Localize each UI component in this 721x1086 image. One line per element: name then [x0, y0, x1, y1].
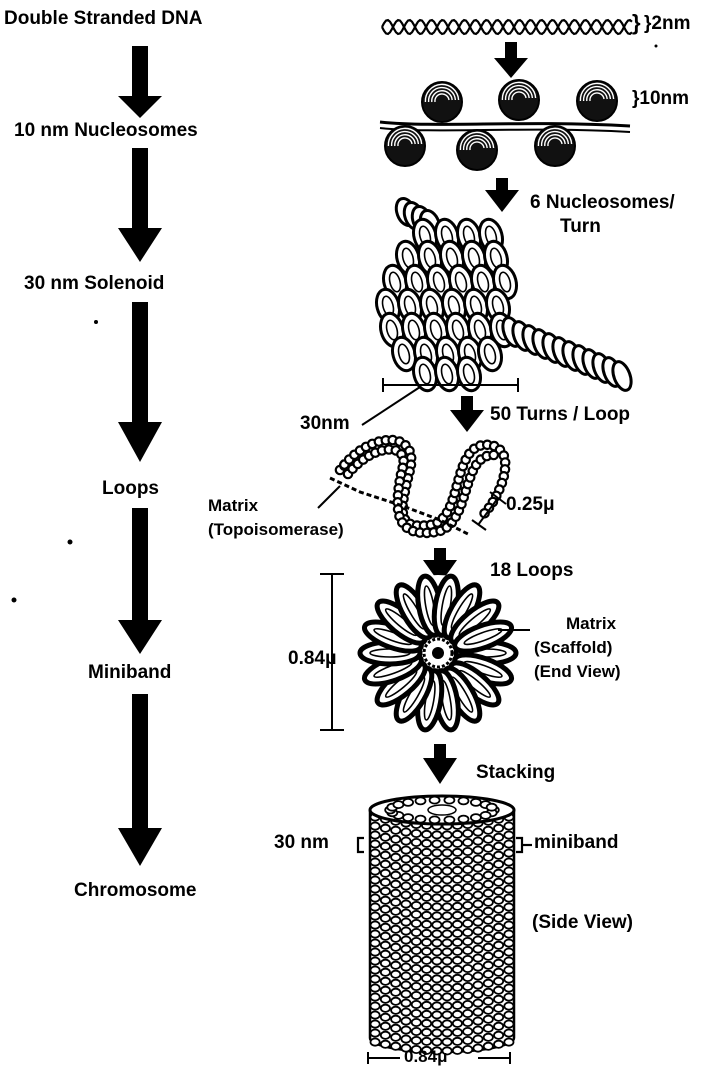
miniband-end-view: [360, 574, 516, 732]
stage-label-miniband: Miniband: [88, 662, 171, 684]
miniband-thickness-label: 30 nm: [274, 832, 329, 854]
miniband-label: miniband: [534, 832, 618, 854]
scaffold-label: (Scaffold): [534, 638, 612, 658]
left-arrow-2: [118, 148, 162, 262]
stage-label-solenoid: 30 nm Solenoid: [24, 273, 164, 295]
stage-label-chromosome: Chromosome: [74, 880, 196, 902]
double-helix-dna: [382, 20, 632, 34]
chromosome-width-label: 0.84μ: [404, 1047, 448, 1067]
right-arrow-5: [423, 744, 457, 784]
scaffold-matrix-label: Matrix: [566, 614, 616, 634]
end-view-height-label: 0.84μ: [288, 648, 337, 670]
loop-step-label: 50 Turns / Loop: [490, 404, 630, 426]
miniband-step-label: 18 Loops: [490, 560, 573, 582]
stacking-label: Stacking: [476, 762, 555, 784]
left-arrow-1: [118, 46, 162, 118]
side-view-label: (Side View): [532, 912, 633, 934]
right-arrow-2: [485, 178, 519, 212]
chromatin-loops: [330, 436, 509, 537]
stage-label-loops: Loops: [102, 478, 159, 500]
end-view-label: (End View): [534, 662, 621, 682]
solenoid-step-line2: Turn: [560, 216, 601, 238]
left-arrow-3: [118, 302, 162, 462]
solenoid-width-label: 30nm: [300, 413, 350, 435]
chromosome-side-view: [370, 796, 514, 1055]
loop-width-label: 0.25μ: [506, 494, 555, 516]
matrix-label: Matrix: [208, 496, 258, 516]
left-arrow-5: [118, 694, 162, 866]
svg-text:}: }: [632, 10, 641, 35]
nucleosome-width-label: }10nm: [632, 88, 689, 110]
nucleosome-fiber: [380, 80, 630, 170]
right-arrow-3: [450, 396, 484, 432]
topoisomerase-label: (Topoisomerase): [208, 520, 344, 540]
stage-label-dna: Double Stranded DNA: [4, 8, 202, 30]
solenoid-step-line1: 6 Nucleosomes/: [530, 192, 675, 214]
right-arrow-1: [494, 42, 528, 78]
left-arrow-4: [118, 508, 162, 654]
dna-width-label: }2nm: [644, 13, 690, 35]
stage-label-nucleosomes: 10 nm Nucleosomes: [14, 120, 198, 142]
